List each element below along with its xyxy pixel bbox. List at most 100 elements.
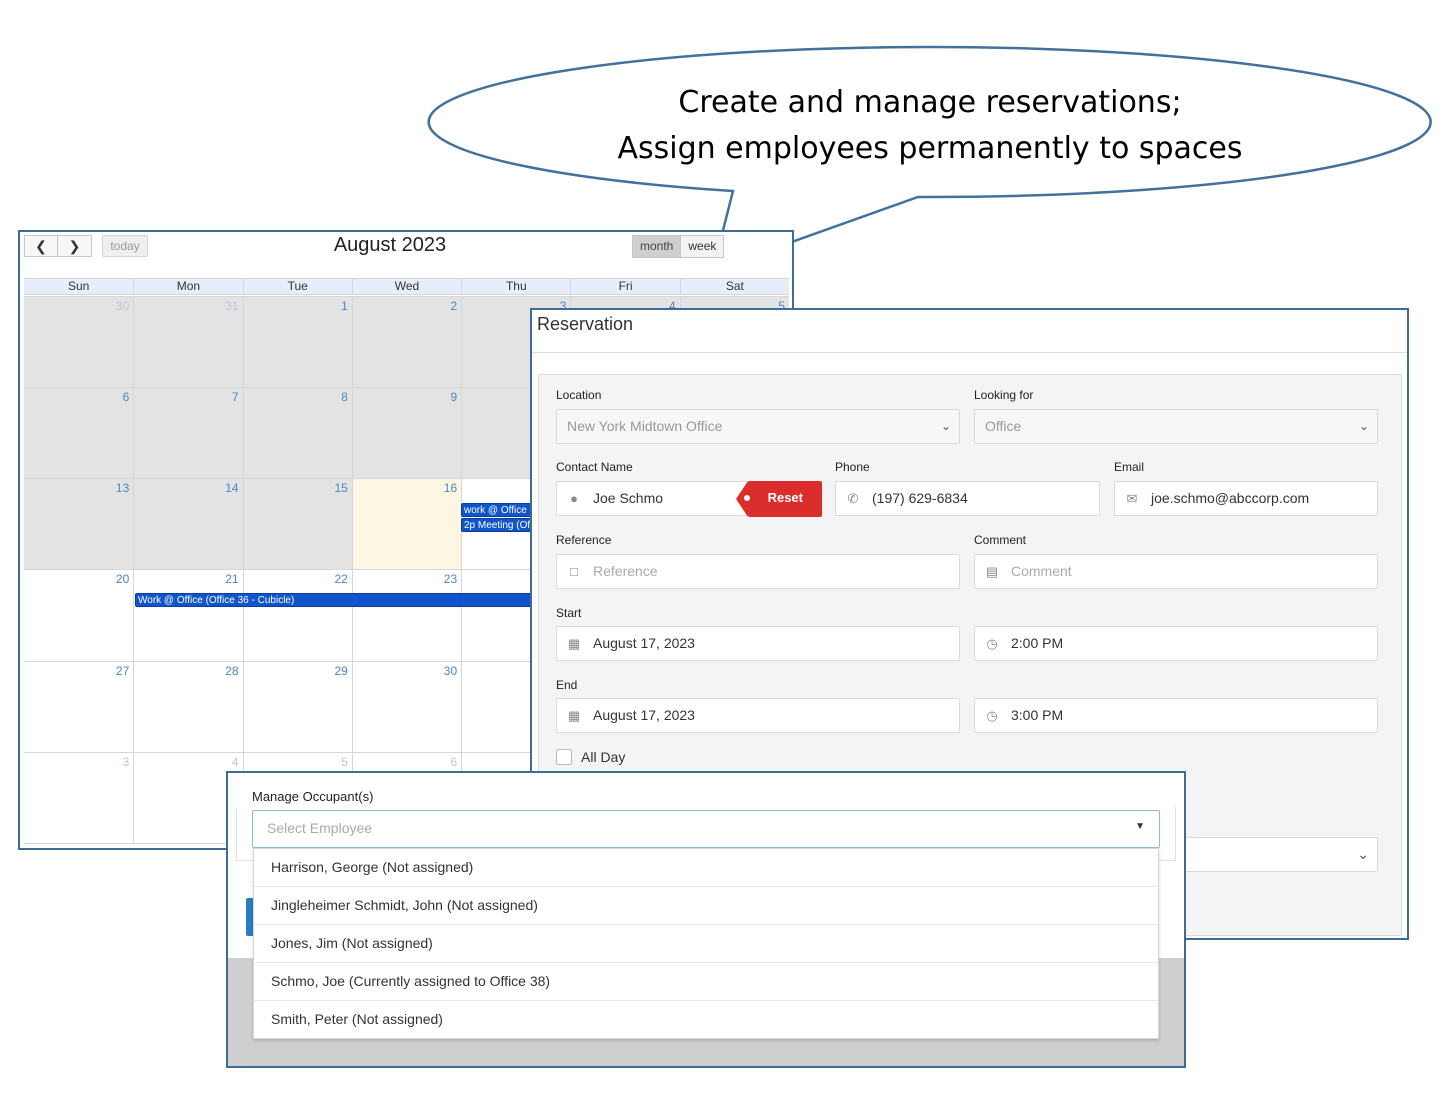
employee-option[interactable]: Schmo, Joe (Currently assigned to Office… — [254, 963, 1158, 1001]
calendar-icon: ▦ — [567, 636, 581, 651]
day-cell[interactable]: 6 — [24, 387, 134, 479]
view-switcher: month week — [632, 235, 725, 258]
callout-line-1: Create and manage reservations; — [678, 85, 1182, 120]
day-cell[interactable]: 31 — [133, 296, 243, 388]
user-icon: ● — [570, 491, 578, 506]
employee-options-list: Harrison, George (Not assigned) Jinglehe… — [253, 848, 1159, 1039]
reference-label: Reference — [556, 533, 612, 547]
comment-placeholder: Comment — [1011, 563, 1072, 579]
looking-for-select[interactable]: Office ⌄ — [974, 409, 1378, 444]
end-time-value: 3:00 PM — [1011, 707, 1064, 723]
day-cell[interactable]: 23 — [351, 569, 462, 661]
end-label: End — [556, 678, 578, 692]
divider — [532, 352, 1407, 353]
start-date-value: August 17, 2023 — [593, 635, 695, 651]
day-cell[interactable]: 21 — [133, 569, 243, 661]
day-cell[interactable]: 4 — [133, 751, 243, 843]
caret-down-icon: ▼ — [1135, 821, 1145, 832]
weekday-header: Sun Mon Tue Wed Thu Fri Sat — [24, 278, 789, 295]
phone-label: Phone — [835, 460, 870, 474]
location-label: Location — [556, 388, 602, 402]
weekday-tue: Tue — [242, 279, 352, 294]
day-cell[interactable]: 13 — [24, 478, 134, 570]
day-cell[interactable]: 7 — [133, 387, 243, 479]
callout-bubble-shape — [427, 45, 1432, 272]
day-cell[interactable]: 9 — [351, 387, 462, 479]
callout-bubble — [427, 45, 1432, 272]
email-field[interactable]: ✉ joe.schmo@abccorp.com — [1114, 481, 1378, 516]
day-cell[interactable]: 28 — [133, 660, 243, 752]
location-select[interactable]: New York Midtown Office ⌄ — [556, 409, 960, 444]
weekday-sun: Sun — [67, 279, 90, 293]
manage-occupants-label: Manage Occupant(s) — [252, 789, 374, 804]
employee-option[interactable]: Jingleheimer Schmidt, John (Not assigned… — [254, 887, 1158, 925]
document-icon: □ — [570, 564, 578, 579]
chevron-down-icon: ⌄ — [1357, 846, 1369, 862]
weekday-mon: Mon — [133, 279, 242, 294]
day-cell[interactable]: 1 — [242, 296, 352, 388]
start-time-value: 2:00 PM — [1011, 635, 1064, 651]
chevron-down-icon: ⌄ — [1358, 419, 1369, 433]
start-date-field[interactable]: ▦ August 17, 2023 — [556, 626, 960, 661]
calendar-title: August 2023 — [333, 234, 447, 256]
reservation-title: Reservation — [537, 314, 634, 334]
month-view-button[interactable]: month — [632, 235, 682, 258]
start-time-field[interactable]: ◷ 2:00 PM — [974, 626, 1378, 661]
calendar-nav: ❮ ❯ — [24, 235, 92, 257]
start-label: Start — [556, 606, 582, 620]
day-cell[interactable]: 15 — [242, 478, 352, 570]
email-value: joe.schmo@abccorp.com — [1151, 490, 1310, 506]
location-value: New York Midtown Office — [567, 418, 723, 434]
end-time-field[interactable]: ◷ 3:00 PM — [974, 698, 1378, 733]
envelope-icon: ✉ — [1126, 491, 1138, 506]
chevron-down-icon: ⌄ — [940, 419, 951, 433]
note-icon: ▤ — [985, 564, 999, 579]
all-day-checkbox[interactable] — [556, 749, 572, 765]
reference-placeholder: Reference — [593, 563, 658, 579]
clock-icon: ◷ — [986, 636, 998, 651]
reference-field[interactable]: □ Reference — [556, 554, 960, 589]
phone-value: (197) 629-6834 — [872, 490, 968, 506]
select-employee-dropdown[interactable]: Select Employee ▼ — [252, 810, 1160, 848]
today-button[interactable]: today — [102, 235, 148, 257]
end-date-field[interactable]: ▦ August 17, 2023 — [556, 698, 960, 733]
callout-line-2: Assign employees permanently to spaces — [617, 131, 1243, 166]
contact-name-field[interactable]: ● Joe Schmo — [556, 481, 756, 516]
day-cell[interactable]: 29 — [242, 660, 352, 752]
action-button[interactable] — [246, 898, 254, 936]
employee-option[interactable]: Smith, Peter (Not assigned) — [271, 1011, 443, 1027]
calendar-event[interactable]: Work @ Office (Office 36 - Cubicle) — [135, 593, 535, 607]
prev-month-button[interactable]: ❮ — [24, 235, 58, 257]
day-cell[interactable]: 30 — [351, 660, 462, 752]
day-cell-today[interactable]: 16 — [351, 478, 462, 570]
phone-icon: ✆ — [847, 491, 859, 506]
hidden-select[interactable]: ⌄ — [1160, 837, 1378, 872]
day-cell[interactable]: 22 — [242, 569, 352, 661]
day-cell[interactable]: 14 — [133, 478, 243, 570]
phone-field[interactable]: ✆ (197) 629-6834 — [835, 481, 1100, 516]
clock-icon: ◷ — [986, 708, 998, 723]
day-cell[interactable]: 2 — [351, 296, 462, 388]
day-cell[interactable]: 8 — [242, 387, 352, 479]
employee-option[interactable]: Harrison, George (Not assigned) — [254, 849, 1158, 887]
tag-dot-icon — [744, 495, 750, 501]
calendar-event[interactable]: work @ Office ( — [461, 503, 531, 517]
end-date-value: August 17, 2023 — [593, 707, 695, 723]
day-cell[interactable]: 20 — [24, 569, 134, 660]
comment-field[interactable]: ▤ Comment — [974, 554, 1378, 589]
email-label: Email — [1114, 460, 1145, 474]
next-month-button[interactable]: ❯ — [58, 235, 92, 257]
calendar-icon: ▦ — [567, 708, 581, 723]
weekday-thu: Thu — [461, 279, 570, 294]
looking-for-value: Office — [985, 418, 1022, 434]
day-cell[interactable]: 30 — [24, 296, 134, 388]
calendar-toolbar: ❮ ❯ today August 2023 month week — [20, 232, 792, 272]
reset-button[interactable]: Reset — [736, 481, 822, 517]
calendar-event[interactable]: 2p Meeting (Of — [461, 518, 531, 532]
day-cell[interactable]: 3 — [24, 751, 134, 843]
all-day-label: All Day — [581, 749, 626, 765]
week-view-button[interactable]: week — [681, 235, 725, 258]
employee-option[interactable]: Jones, Jim (Not assigned) — [254, 925, 1158, 963]
select-employee-placeholder: Select Employee — [267, 820, 373, 836]
day-cell[interactable]: 27 — [24, 660, 134, 752]
